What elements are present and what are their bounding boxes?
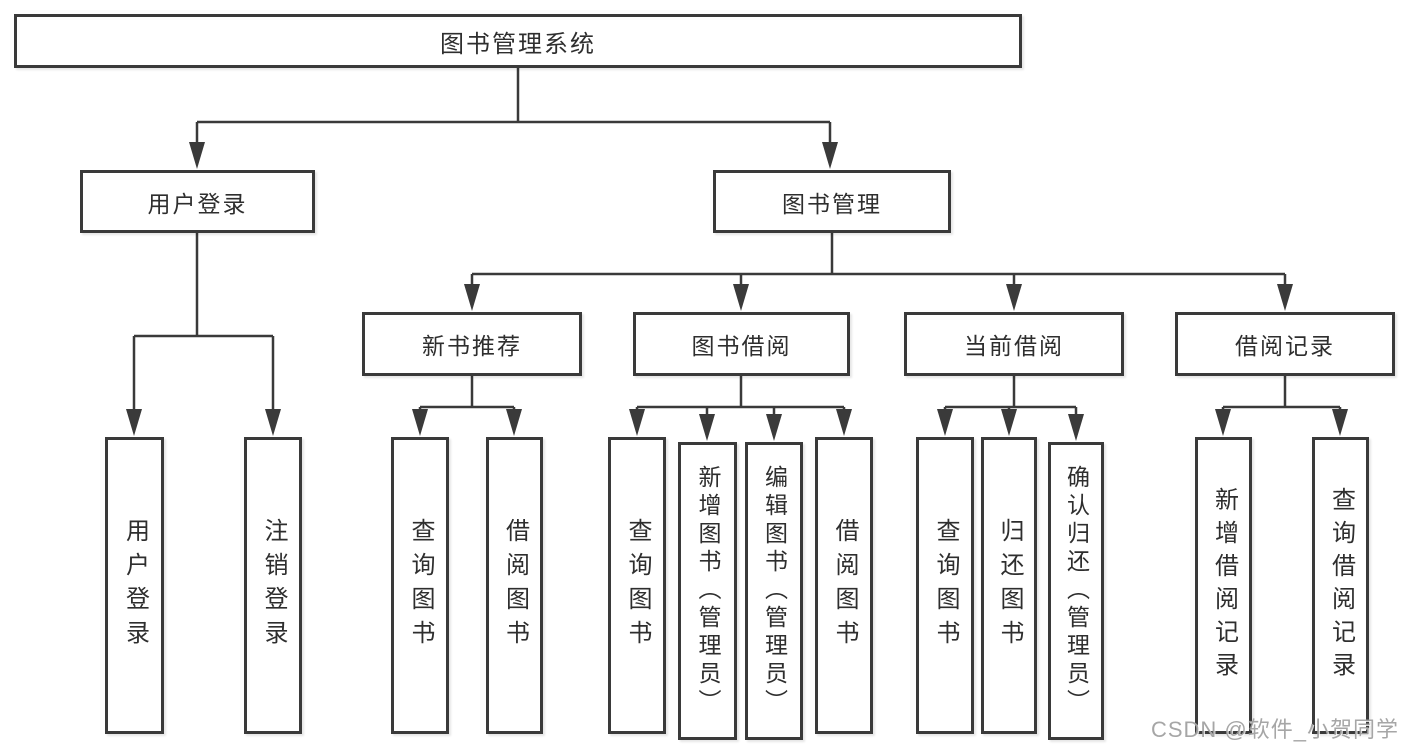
leaf-edit-book-admin: 编辑图书（管理员）: [745, 442, 803, 740]
leaf-user-login: 用户登录: [105, 437, 164, 734]
leaf-query-borrow-record: 查询借阅记录: [1312, 437, 1369, 734]
leaf-borrow-books-recommend: 借阅图书: [486, 437, 543, 734]
leaf-query-books-recommend: 查询图书: [391, 437, 449, 734]
leaf-logout: 注销登录: [244, 437, 302, 734]
arrowheads: [126, 142, 1348, 441]
node-library-management-system: 图书管理系统: [14, 14, 1022, 68]
watermark-text: CSDN @软件_小贺同学: [1150, 717, 1399, 742]
node-book-borrowing: 图书借阅: [633, 312, 850, 376]
leaf-query-books-borrowing: 查询图书: [608, 437, 666, 734]
leaf-query-books-current: 查询图书: [916, 437, 974, 734]
node-book-management: 图书管理: [713, 170, 951, 233]
leaf-borrow-books-borrowing: 借阅图书: [815, 437, 873, 734]
node-borrowing-records: 借阅记录: [1175, 312, 1395, 376]
leaf-confirm-return-admin: 确认归还（管理员）: [1048, 442, 1104, 740]
leaf-add-book-admin: 新增图书（管理员）: [678, 442, 737, 740]
node-user-login: 用户登录: [80, 170, 315, 233]
leaf-return-books: 归还图书: [981, 437, 1037, 734]
leaf-add-borrow-record: 新增借阅记录: [1195, 437, 1252, 734]
node-current-borrowing: 当前借阅: [904, 312, 1124, 376]
node-new-book-recommendation: 新书推荐: [362, 312, 582, 376]
